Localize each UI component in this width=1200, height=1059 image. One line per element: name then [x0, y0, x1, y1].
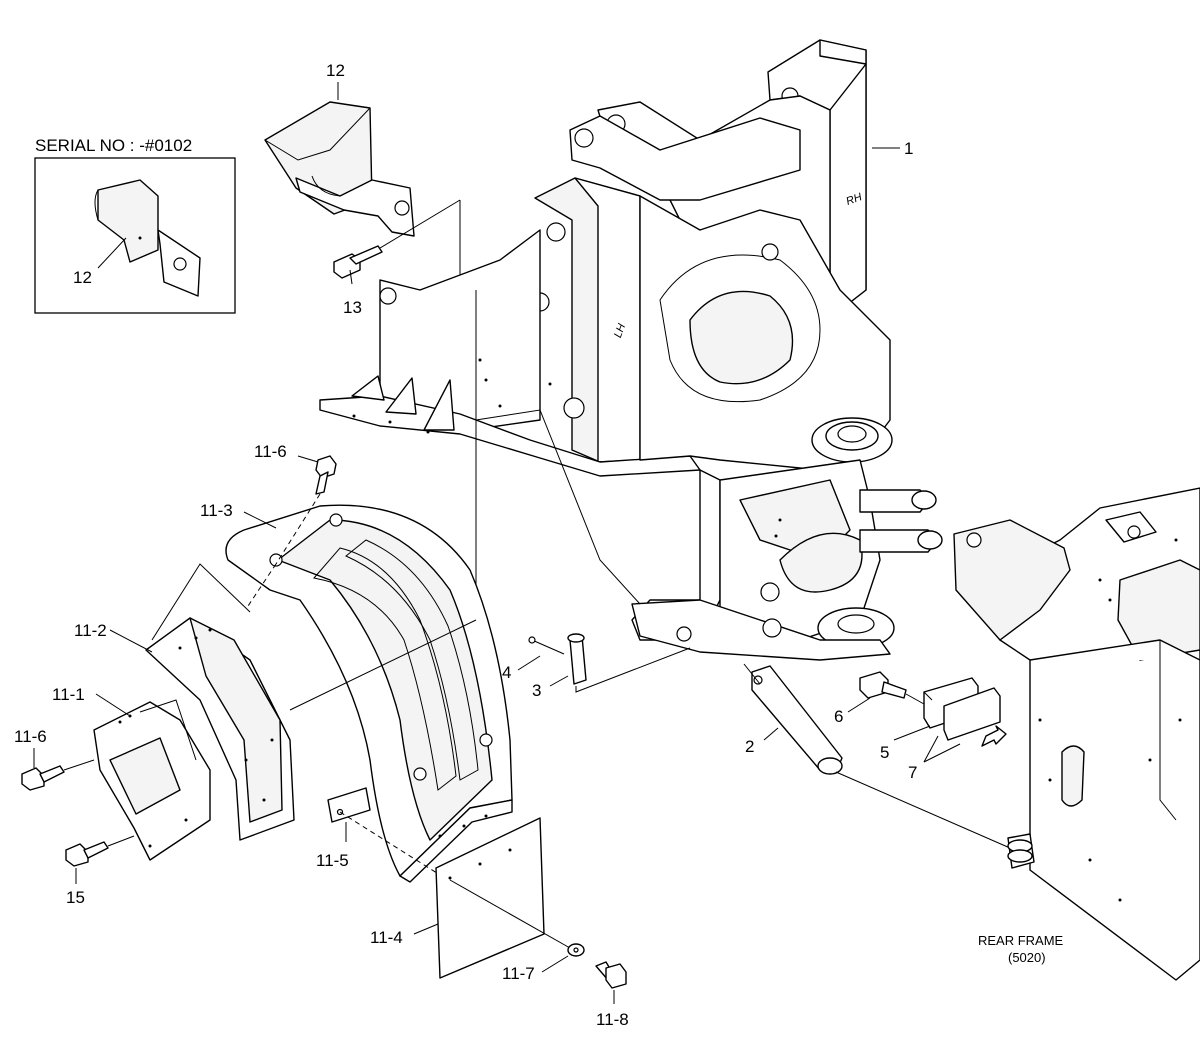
- callout-11-8: 11-8: [596, 1010, 629, 1029]
- callout-3: 3: [532, 681, 541, 700]
- callout-11-3: 11-3: [200, 501, 233, 520]
- bolt-6: [859, 671, 907, 699]
- callout-5: 5: [880, 743, 889, 762]
- bolt-11-6-top: [315, 455, 337, 495]
- pads-5-7: [923, 677, 1001, 741]
- stopper-bar-2: [751, 665, 843, 775]
- bolt-15: [65, 841, 109, 867]
- callout-12: 12: [326, 61, 345, 80]
- callout-11-2: 11-2: [74, 621, 107, 640]
- serial-inset: SERIAL NO : -#0102 12: [34, 136, 236, 314]
- callout-2: 2: [745, 737, 754, 756]
- rear-frame-drawing: [953, 487, 1200, 981]
- bolt-11-6-left: [21, 765, 65, 791]
- callout-11-5: 11-5: [316, 851, 349, 870]
- callout-7: 7: [908, 763, 917, 782]
- callout-11-6-left: 11-6: [14, 727, 47, 746]
- callout-11-4: 11-4: [370, 928, 403, 947]
- direction-arrow-icon: [981, 725, 1007, 747]
- bolt-13: [333, 245, 383, 279]
- callout-11-1: 11-1: [52, 685, 85, 704]
- bolt-11-8: [595, 961, 627, 989]
- cotter-4: [528, 636, 565, 655]
- callout-4: 4: [502, 663, 511, 682]
- bracket-11-1: [93, 699, 211, 861]
- lh-stamp: LH: [612, 322, 628, 339]
- pin-3: [567, 633, 587, 685]
- mudflap-11-4: [435, 817, 545, 979]
- callout-6: 6: [834, 707, 843, 726]
- rear-frame-label: REAR FRAME: [978, 933, 1064, 948]
- inset-part-12: 12: [73, 268, 92, 287]
- rear-frame-code: (5020): [1008, 950, 1046, 965]
- bracket-11-2: [145, 617, 295, 841]
- step-bracket-12: [264, 101, 415, 237]
- callout-13: 13: [343, 298, 362, 317]
- plate-11-5: [327, 787, 371, 823]
- callout-11-6-top: 11-6: [254, 442, 287, 461]
- callout-1: 1: [904, 139, 913, 158]
- front-frame-1: LH RH: [319, 39, 943, 661]
- inset-bracket-drawing: [94, 179, 201, 297]
- rh-stamp: RH: [845, 191, 864, 208]
- serial-label: SERIAL NO : -#0102: [35, 136, 192, 155]
- callout-11-7: 11-7: [502, 964, 535, 983]
- fender-11-3: [225, 504, 513, 883]
- inset-frame: [34, 157, 236, 314]
- washer-11-7: [567, 943, 585, 957]
- callout-15: 15: [66, 888, 85, 907]
